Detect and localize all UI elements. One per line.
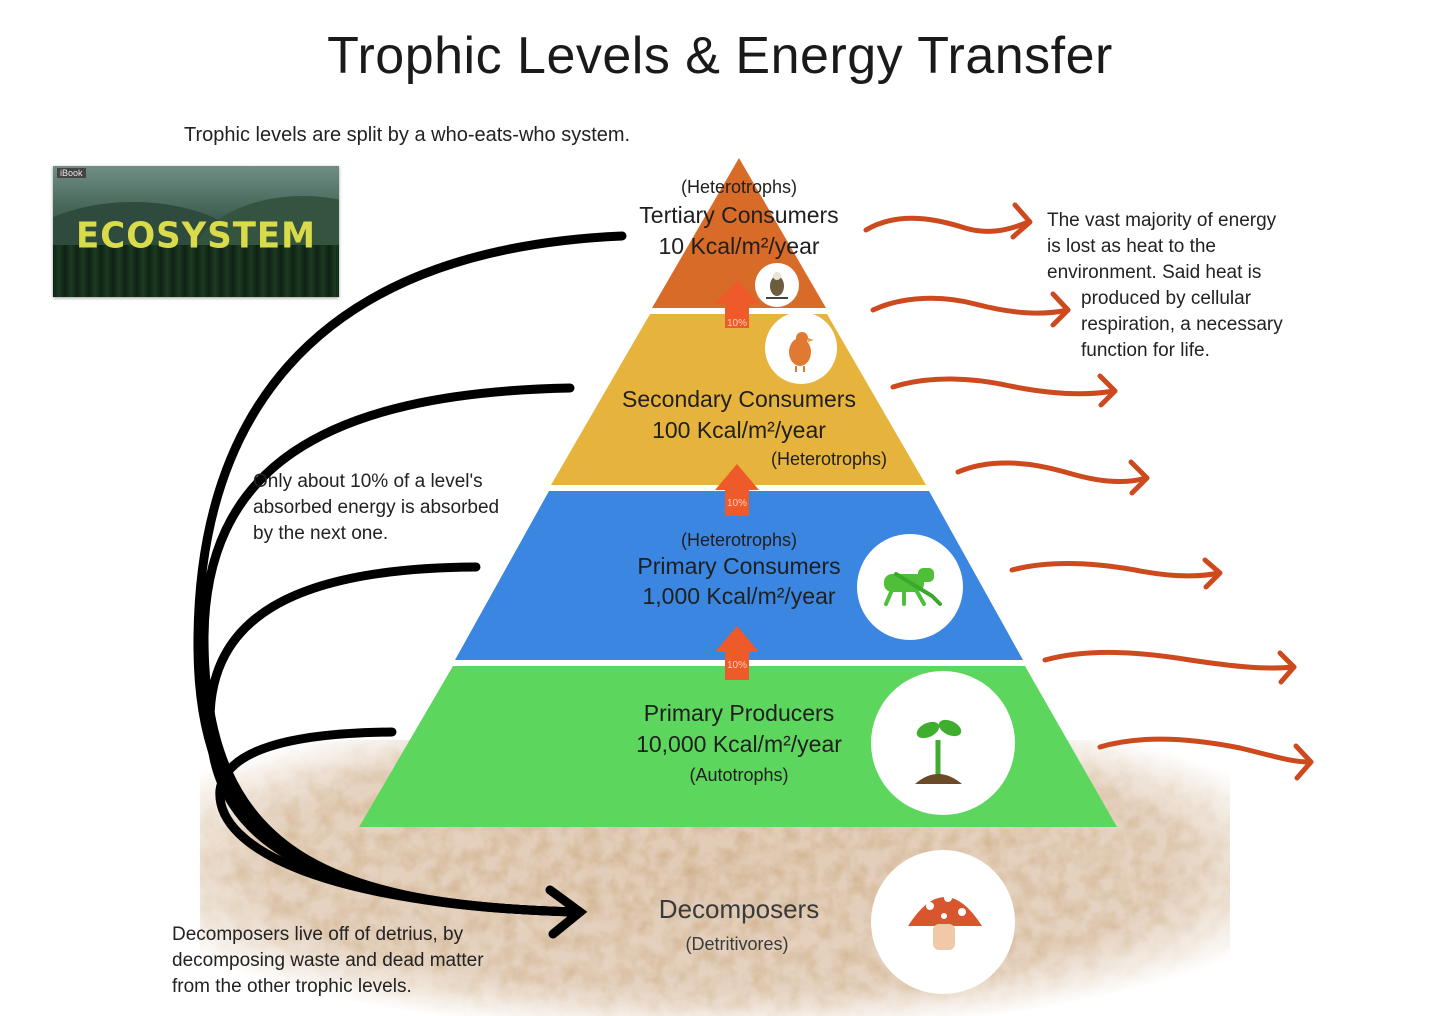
bird-icon [789,332,814,372]
heat-note-line: The vast majority of energy [1047,210,1277,231]
grasshopper-icon [884,568,942,606]
transfer-label: 10% [727,318,747,329]
forest-shape [53,245,339,297]
heat-arrow [863,215,1031,234]
transfer-label: 10% [727,660,747,671]
decomposer-note-line: Decomposers live off of detrius, by [172,924,464,945]
decomposer-note-line: from the other trophic levels. [172,976,412,997]
primary-consumers-name: Primary Consumers [637,553,840,579]
tertiary-energy: 10 Kcal/m²/year [658,233,819,259]
heat-arrowhead [1128,459,1150,496]
tertiary-name: Tertiary Consumers [639,202,838,228]
ten-percent-note-line: Only about 10% of a level's [253,471,483,492]
top-note: Trophic levels are split by a who-eats-w… [184,124,631,146]
heat-arrowhead [1202,557,1223,590]
transfer-arrow: 10% [715,464,759,516]
icon-circles [755,263,1015,994]
transfer-arrow: 10% [715,626,759,680]
thumbnail-tag: iBook [57,168,86,178]
secondary-energy: 100 Kcal/m²/year [652,417,826,443]
decomposition-curves [193,231,627,939]
heat-arrowhead [1010,202,1033,240]
primary-consumers-type: (Heterotrophs) [681,530,797,550]
thumbnail-word: ECOSYSTEM [76,215,316,257]
side-notes: The vast majority of energy is lost as h… [172,210,1283,997]
icon-circle [871,671,1015,815]
secondary-name: Secondary Consumers [622,386,856,412]
tertiary-type: (Heterotrophs) [681,177,797,197]
heat-arrows [863,202,1314,781]
transfer-arrows: 10% 10% 10% [715,280,759,680]
heat-note-line: is lost as heat to the [1047,236,1216,257]
curve-arrowhead [545,885,588,939]
ecosystem-thumbnail[interactable]: iBook ECOSYSTEM [53,166,339,297]
producers-energy: 10,000 Kcal/m²/year [636,731,842,757]
heat-arrow [870,295,1071,316]
ten-percent-note-line: by the next one. [253,523,388,544]
tier-labels: (Heterotrophs) Tertiary Consumers 10 Kca… [622,177,887,954]
secondary-type: (Heterotrophs) [771,449,887,469]
curve-producers [215,727,580,917]
mushroom-icon [908,894,982,950]
sprout-icon [915,719,962,784]
heat-arrowhead [1293,743,1314,781]
heat-arrowhead [1097,373,1118,408]
transfer-arrow: 10% [715,280,759,329]
primary-consumers-energy: 1,000 Kcal/m²/year [642,583,835,609]
producers-name: Primary Producers [644,700,834,726]
heat-arrowhead [1277,650,1297,685]
ten-percent-note-line: absorbed energy is absorbed [253,497,499,518]
heat-note-line: function for life. [1081,340,1210,361]
heat-arrow [1042,649,1296,671]
page-title: Trophic Levels & Energy Transfer [327,27,1113,85]
decomposers-type: (Detritivores) [685,934,788,954]
heat-note-line: respiration, a necessary [1081,314,1283,335]
heat-arrow [955,460,1149,485]
heat-arrowhead [1050,291,1071,328]
heat-arrow [1009,561,1222,579]
hawk-icon [766,272,788,299]
heat-note-line: environment. Said heat is [1047,262,1261,283]
producers-type: (Autotrophs) [689,765,788,785]
heat-note-line: produced by cellular [1081,288,1252,309]
heat-arrow [890,376,1117,397]
decomposer-note-line: decomposing waste and dead matter [172,950,484,971]
decomposers-name: Decomposers [659,894,819,924]
transfer-label: 10% [727,498,747,509]
heat-arrow [1097,736,1313,765]
